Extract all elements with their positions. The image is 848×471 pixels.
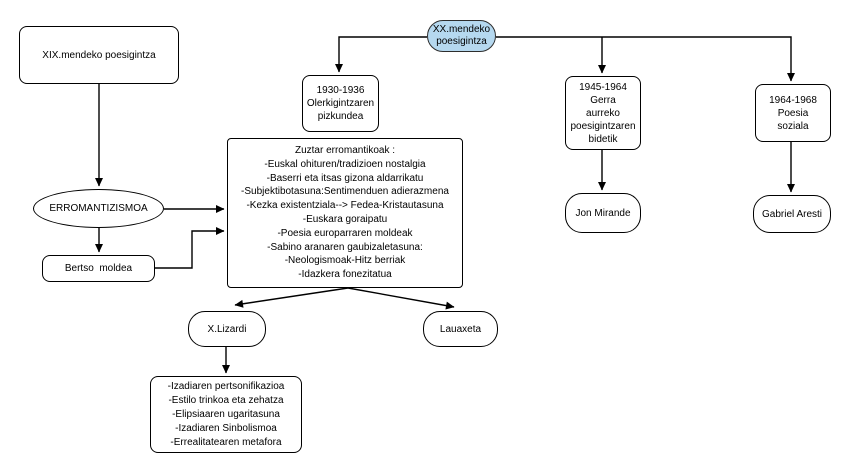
node-jon-mirande: Jon Mirande	[565, 193, 641, 233]
node-erromantizismoa: ERROMANTIZISMOA	[33, 189, 164, 228]
node-bertso-moldea: Bertso moldea	[42, 255, 155, 282]
edge-bertso-to-zuztar	[155, 227, 225, 269]
edge-zuztar-to-lauaxeta	[347, 287, 455, 310]
node-olerkigintzaren-pizkundea: 1930-1936 Olerkigintzaren pizkundea	[302, 75, 379, 132]
edge-zuztar-to-lizardi	[234, 287, 349, 308]
node-xx-mendeko-poesigintza: XX.mendeko poesigintza	[427, 20, 496, 52]
node-gerra-aurreko-poesigintzaren-bidetik: 1945-1964 Gerra aurreko poesigintzaren b…	[565, 76, 641, 150]
node-gabriel-aresti: Gabriel Aresti	[753, 195, 831, 233]
node-xix-mendeko-poesigintza: XIX.mendeko poesigintza	[19, 26, 179, 84]
edge-xx-to-soziala	[496, 36, 795, 82]
node-lauaxeta: Lauaxeta	[423, 311, 498, 347]
node-x-lizardi: X.Lizardi	[188, 311, 266, 347]
edge-xx-to-pizkundea	[335, 36, 427, 73]
node-lizardi-ezaugarriak: -Izadiaren pertsonifikazioa -Estilo trin…	[150, 376, 302, 453]
node-zuztar-erromantikoak: Zuztar erromantikoak : -Euskal ohituren/…	[227, 138, 463, 288]
node-poesia-soziala: 1964-1968 Poesia soziala	[755, 84, 831, 142]
